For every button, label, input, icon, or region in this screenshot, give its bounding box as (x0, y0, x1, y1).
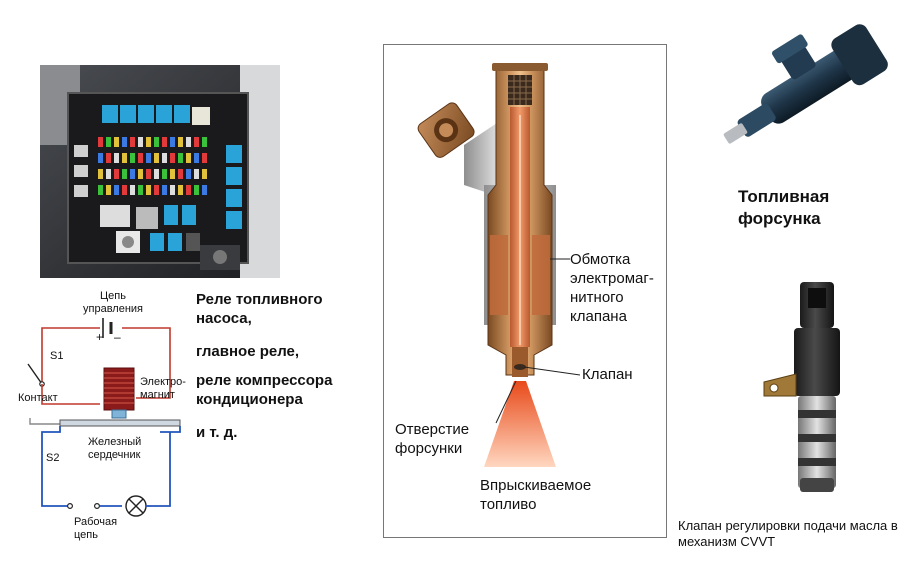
injector-cross-section (417, 63, 581, 467)
switch-s1 (27, 363, 43, 385)
iron-core (111, 409, 127, 419)
valve-seat (514, 364, 526, 370)
cvvt-tip (800, 478, 834, 492)
top-ring (492, 63, 548, 71)
cvvt-body (794, 328, 840, 396)
injector-photo-caption: Топливная форсунка (738, 187, 830, 228)
work-wire-top (160, 426, 181, 433)
work-terminal-right (93, 503, 100, 510)
label-work-circuit: Рабочая цепь (74, 516, 118, 541)
filter-mesh (508, 75, 532, 105)
electromagnet-coil (103, 367, 135, 411)
label-s1: S1 (50, 350, 64, 362)
cvvt-connector-socket (808, 288, 826, 308)
contact-lead (29, 418, 60, 425)
cvvt-groove-1 (798, 410, 836, 418)
cvvt-groove-3 (798, 458, 836, 466)
label-s2: S2 (46, 452, 60, 464)
relay-list-item-4: и т. д. (196, 424, 238, 441)
fuse-box-illustration (40, 65, 280, 278)
label-valve: Клапан (582, 366, 633, 383)
label-spray: Впрыскиваемое топливо (480, 477, 592, 513)
cvvt-valve-photo (763, 282, 840, 492)
injector-tip (512, 347, 528, 377)
fuse-box-photo (40, 65, 280, 278)
winding-right (532, 235, 550, 315)
leader-nozzle (495, 380, 517, 424)
relay-list-item-1: Реле топливного насоса, (196, 291, 323, 327)
cvvt-flange-hole (769, 383, 779, 393)
label-iron-core: Железный сердечник (88, 436, 142, 461)
injector-photo-body (723, 24, 888, 144)
lamp-cross-b (128, 498, 144, 514)
cvvt-flange (763, 373, 797, 397)
leader-valve (523, 366, 581, 376)
label-battery-minus: – (114, 330, 121, 344)
label-nozzle: Отверстие форсунки (395, 421, 470, 457)
winding-left (490, 235, 508, 315)
fuel-injector-photo (723, 24, 888, 144)
electrical-connector (417, 102, 475, 158)
label-contact: Контакт (18, 392, 58, 404)
fuel-spray (484, 381, 556, 467)
contact-armature (59, 419, 181, 427)
label-winding: Обмотка электромаг-нитного клапана (570, 251, 654, 325)
work-terminal-left (66, 503, 73, 510)
label-battery-plus: + (96, 330, 104, 344)
label-electromagnet: Электро-магнит (140, 376, 186, 401)
relay-list-item-2: главное реле, (196, 343, 300, 360)
relay-circuit-diagram (27, 318, 181, 517)
coil-windings (104, 372, 134, 404)
relay-list-item-3: реле компрессора кондиционера (196, 372, 333, 408)
cvvt-groove-2 (798, 434, 836, 442)
label-control-circuit: Цепь управления (83, 290, 143, 315)
work-wire-right (150, 432, 171, 507)
control-wire (41, 327, 100, 384)
work-wire-left (41, 426, 68, 507)
control-wire-coil (41, 396, 100, 405)
cvvt-photo-caption: Клапан регулировки подачи масла в механи… (678, 518, 898, 549)
control-wire-return (122, 327, 171, 399)
